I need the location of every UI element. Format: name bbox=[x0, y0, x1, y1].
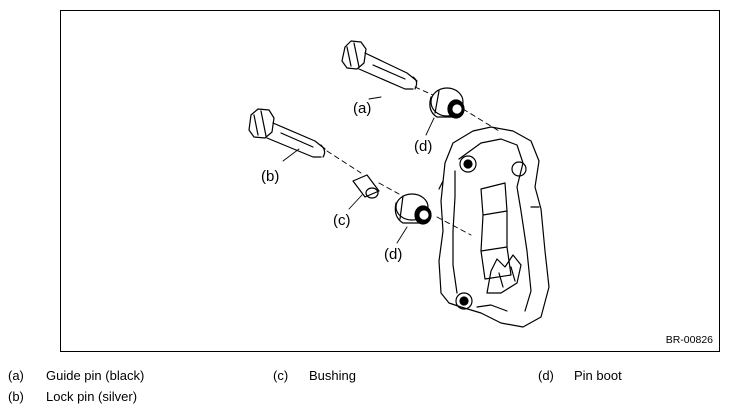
legend-text: Bushing bbox=[309, 368, 356, 383]
pin-boot-lower bbox=[394, 193, 432, 225]
legend-text: Guide pin (black) bbox=[46, 368, 145, 383]
callout-c: (c) bbox=[333, 212, 351, 229]
callout-a: (a) bbox=[353, 100, 372, 117]
leader-lines bbox=[282, 96, 435, 244]
caliper-bracket bbox=[438, 126, 550, 328]
pin-boot-upper bbox=[429, 87, 465, 119]
lock-pin-b bbox=[248, 108, 326, 158]
legend-key: (c) bbox=[273, 368, 289, 383]
guide-pin-a bbox=[341, 40, 418, 90]
callout-d-lower: (d) bbox=[384, 246, 403, 263]
callout-b: (b) bbox=[261, 168, 280, 185]
assembly-axis-lines bbox=[326, 86, 500, 236]
legend-text: Lock pin (silver) bbox=[46, 389, 138, 404]
legend-key: (b) bbox=[8, 389, 24, 404]
legend-text: Pin boot bbox=[574, 368, 622, 383]
legend-key: (a) bbox=[8, 368, 24, 383]
legend-key: (d) bbox=[538, 368, 554, 383]
exploded-view-figure: (a) (d) (b) (c) (d) BR-00826 bbox=[60, 10, 720, 352]
callout-d-upper: (d) bbox=[414, 138, 433, 155]
caliper-parts-illustration bbox=[248, 40, 550, 328]
bushing-c bbox=[352, 174, 380, 199]
figure-code: BR-00826 bbox=[665, 334, 713, 346]
